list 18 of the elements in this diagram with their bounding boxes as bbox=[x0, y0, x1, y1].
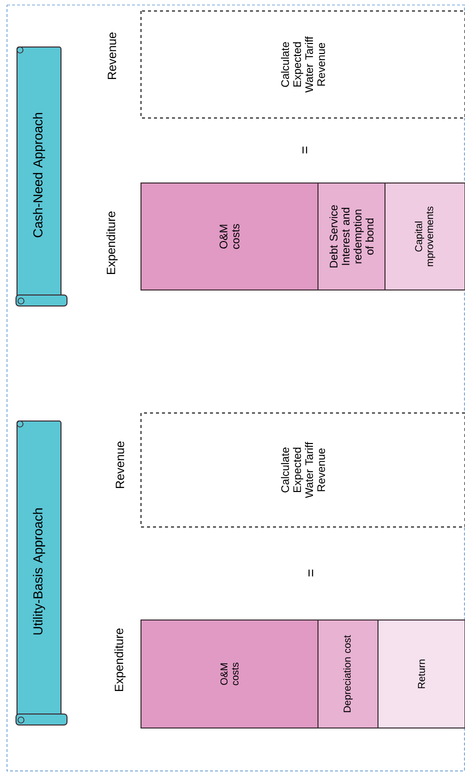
cost-box: Debt Service Interest and redemption of bond bbox=[318, 182, 386, 290]
dashed-box: Calculate Expected Water Tariff Revenue bbox=[140, 10, 465, 119]
column-heading: Revenue bbox=[108, 32, 116, 80]
cost-box: Depreciation cost bbox=[318, 620, 378, 728]
node-label: Calculate Expected Water Tariff Revenue bbox=[280, 442, 326, 498]
cost-box: O&M costs bbox=[140, 620, 318, 728]
scroll-banner: Cash-Need Approach bbox=[16, 46, 68, 306]
column-heading: Revenue bbox=[116, 442, 124, 488]
cost-box: O&M costs bbox=[140, 182, 318, 290]
cost-box: Capital mprovements bbox=[384, 182, 465, 290]
column-heading: Expenditure bbox=[114, 628, 126, 692]
column-heading: Expenditure bbox=[106, 212, 118, 274]
equals-sign: = bbox=[302, 146, 308, 154]
cost-box: Return bbox=[378, 620, 465, 728]
node-label: Calculate Expected Water Tariff Revenue bbox=[280, 36, 326, 93]
equals-sign: = bbox=[308, 570, 314, 576]
scroll-banner: Utility-Basis Approach bbox=[16, 420, 68, 726]
dashed-box: Calculate Expected Water Tariff Revenue bbox=[140, 412, 465, 528]
